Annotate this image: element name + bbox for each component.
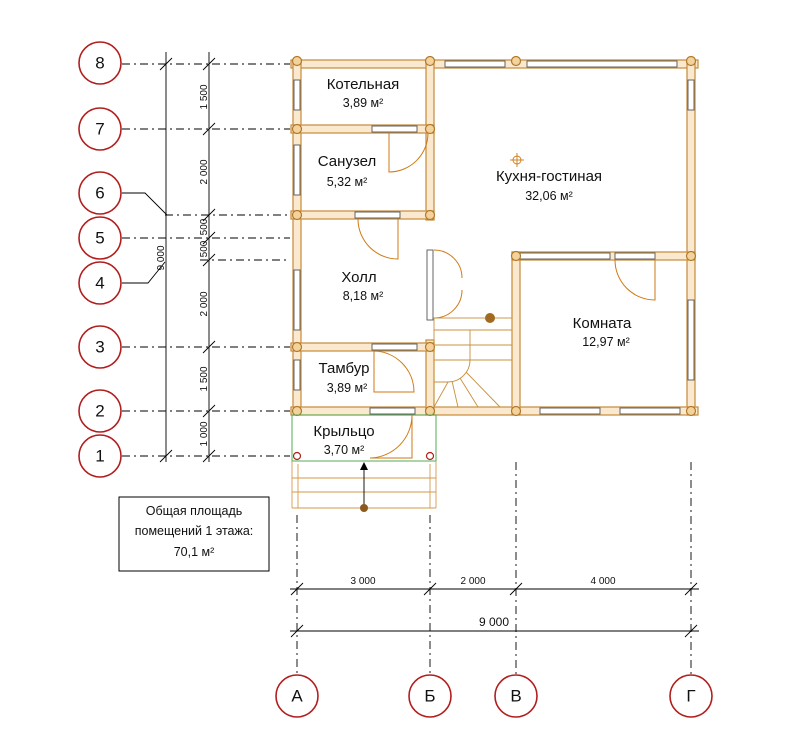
- row-axis-3-label: 3: [95, 338, 104, 357]
- room-area-tambur: 3,89 м²: [327, 381, 368, 395]
- room-area-kitchen: 32,06 м²: [525, 189, 573, 203]
- row-axis-1: 1: [78, 434, 122, 478]
- log-ends: [291, 55, 697, 417]
- row-axis-8: 8: [78, 41, 122, 85]
- row-axis-1-label: 1: [95, 447, 104, 466]
- vdim-seg-1: 1 500: [199, 84, 210, 109]
- room-area-sanuzel: 5,32 м²: [327, 175, 368, 189]
- windows: [293, 60, 695, 415]
- room-name-holl: Холл: [341, 269, 376, 286]
- row-axis-2: 2: [78, 389, 122, 433]
- row-axis-3: 3: [78, 325, 122, 369]
- room-name-kotelnaya: Котельная: [327, 76, 400, 93]
- room-area-holl: 8,18 м²: [343, 289, 384, 303]
- vdim-total: 9 000: [156, 245, 167, 270]
- vertical-dimensions: 1 500 2 000 500 500 2 000 1 500 1 000 9 …: [156, 52, 216, 463]
- hdim-seg-3: 4 000: [590, 576, 615, 587]
- room-labels: Котельная 3,89 м² Санузел 5,32 м² Кухня-…: [313, 76, 632, 457]
- room-name-kitchen: Кухня-гостиная: [496, 168, 602, 185]
- row-axis-6: 6: [78, 171, 122, 215]
- vdim-seg-7: 1 000: [199, 421, 210, 446]
- column-axis-lines: [296, 462, 692, 675]
- vdim-seg-2: 2 000: [199, 159, 210, 184]
- row-axis-8-label: 8: [95, 54, 104, 73]
- room-name-sanuzel: Санузел: [318, 153, 376, 170]
- row-axis-4: 4: [78, 261, 122, 305]
- column-axis-v-label: В: [510, 687, 521, 706]
- row-axis-5-label: 5: [95, 229, 104, 248]
- column-axis-b: Б: [408, 674, 452, 718]
- staircase: [433, 313, 513, 408]
- row-axis-lines: [122, 63, 290, 457]
- column-axis-a-label: А: [291, 687, 303, 706]
- summary-line-1: Общая площадь: [146, 504, 243, 518]
- doors: [354, 125, 656, 459]
- hdim-total: 9 000: [479, 615, 509, 629]
- row-axis-7: 7: [78, 107, 122, 151]
- summary-line-3: 70,1 м²: [174, 545, 215, 559]
- room-area-kotelnaya: 3,89 м²: [343, 96, 384, 110]
- vdim-seg-4: 500: [199, 240, 210, 257]
- vdim-seg-5: 2 000: [199, 291, 210, 316]
- horizontal-dimensions: 3 000 2 000 4 000 9 000: [290, 576, 699, 638]
- row-axis-4-label: 4: [95, 274, 104, 293]
- row-axis-6-label: 6: [95, 184, 104, 203]
- column-axis-g: Г: [669, 674, 713, 718]
- porch: [291, 153, 524, 512]
- row-axis-markers: 8 7 6 5 4 3 2 1: [78, 41, 122, 478]
- column-axis-b-label: Б: [424, 687, 435, 706]
- hdim-seg-1: 3 000: [350, 576, 375, 587]
- column-axis-v: В: [494, 674, 538, 718]
- row-axis-2-label: 2: [95, 402, 104, 421]
- hdim-seg-2: 2 000: [460, 576, 485, 587]
- summary-line-2: помещений 1 этажа:: [135, 524, 254, 538]
- row-axis-7-label: 7: [95, 120, 104, 139]
- column-axis-a: А: [275, 674, 319, 718]
- row-axis-5: 5: [78, 216, 122, 260]
- area-summary-box: Общая площадь помещений 1 этажа: 70,1 м²: [118, 496, 270, 572]
- room-name-tambur: Тамбур: [319, 360, 370, 377]
- column-axis-markers: А Б В Г: [275, 674, 713, 718]
- room-name-kryltso: Крыльцо: [313, 423, 374, 440]
- vdim-seg-3: 500: [199, 218, 210, 235]
- room-area-komnata: 12,97 м²: [582, 335, 630, 349]
- room-area-kryltso: 3,70 м²: [324, 443, 365, 457]
- vdim-seg-6: 1 500: [199, 366, 210, 391]
- column-axis-g-label: Г: [686, 687, 695, 706]
- room-name-komnata: Комната: [573, 315, 632, 332]
